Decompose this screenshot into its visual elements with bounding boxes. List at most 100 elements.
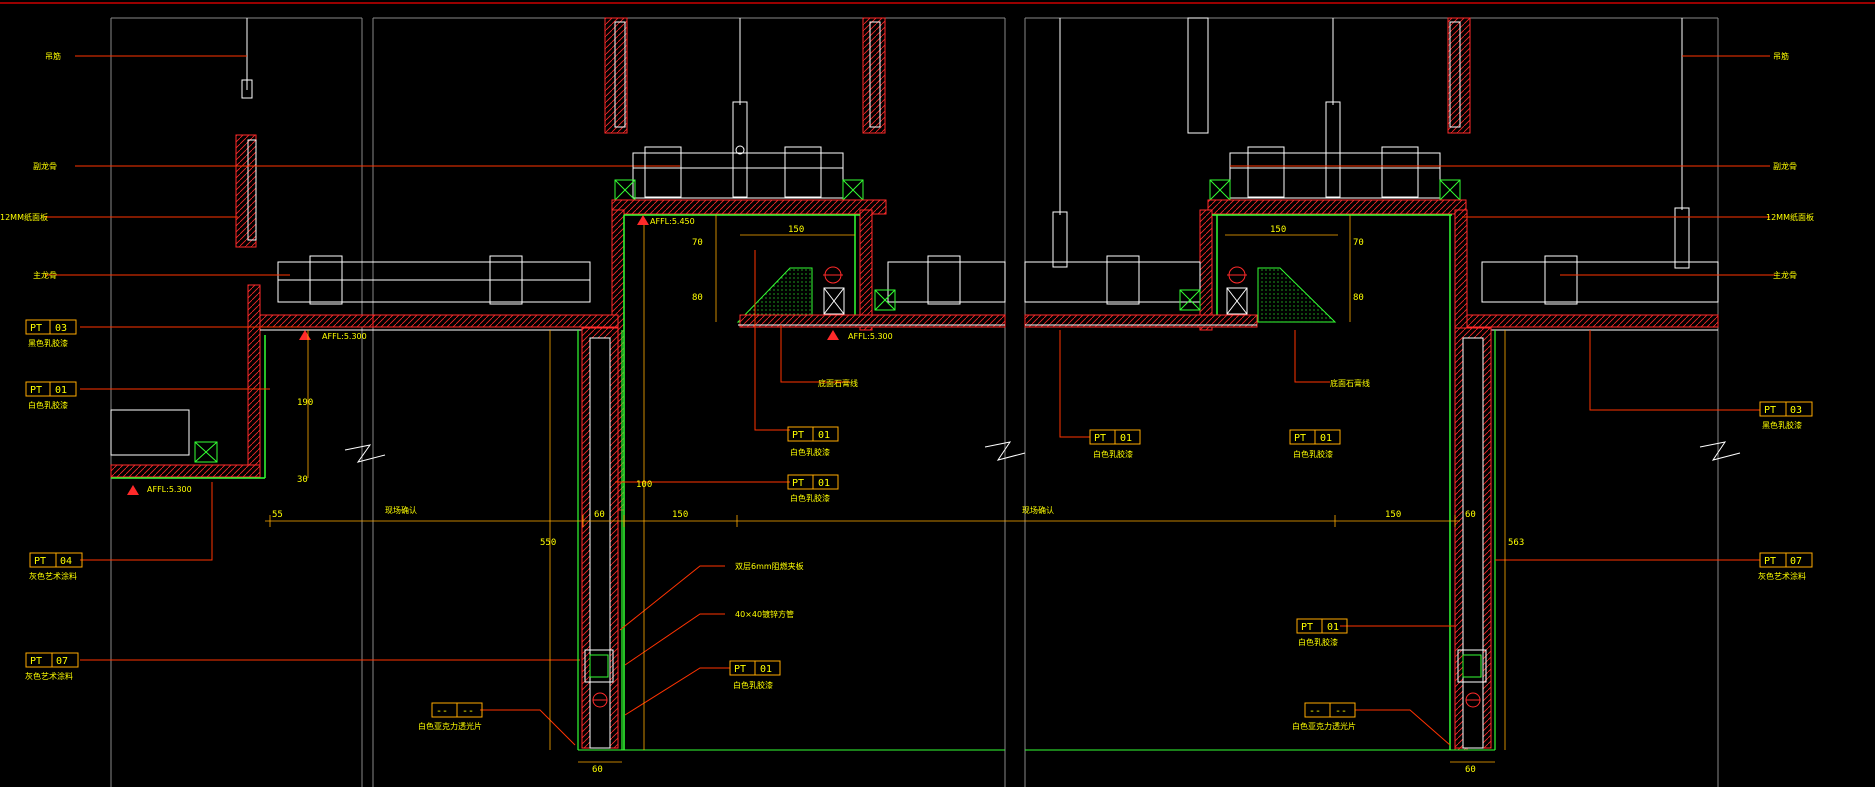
svg-text:PT: PT: [792, 478, 804, 489]
tag-pt01-left: PT 01 白色乳胶漆: [25, 381, 77, 410]
dimension-texts: 55 现场确认 60 150 现场确认 150 60 60 60 150 150…: [272, 225, 1524, 775]
label-suspender-left: 吊筋: [45, 51, 61, 61]
label-secondary-keel-left: 副龙骨: [33, 161, 57, 171]
svg-text:01: 01: [818, 430, 830, 441]
svg-text:01: 01: [1320, 433, 1332, 444]
svg-text:03: 03: [55, 323, 67, 334]
elevation-center: AFFL:5.300: [848, 332, 893, 341]
svg-text:黑色乳胶漆: 黑色乳胶漆: [28, 338, 68, 348]
svg-text:01: 01: [1327, 622, 1339, 633]
svg-text:--: --: [1335, 706, 1347, 717]
svg-text:PT: PT: [30, 656, 42, 667]
svg-text:07: 07: [1790, 556, 1802, 567]
tag-center-c: PT 01 白色乳胶漆: [729, 660, 781, 690]
svg-text:01: 01: [760, 664, 772, 675]
svg-text:563: 563: [1508, 538, 1524, 548]
label-suspender-right: 吊筋: [1773, 51, 1789, 61]
label-stone-line-left: 底面石膏线: [818, 378, 858, 388]
tag-pt04-left: PT 04 灰色艺术涂料: [29, 552, 83, 581]
center-ceiling-section: [372, 17, 1026, 751]
left-ceiling-section: [110, 18, 616, 495]
elevation-left: AFFL:5.300: [322, 332, 367, 341]
label-gypsum-board-left: 12MM纸面板: [0, 212, 48, 222]
svg-text:灰色艺术涂料: 灰色艺术涂料: [1758, 571, 1806, 581]
svg-text:150: 150: [1270, 225, 1286, 235]
svg-text:白色亚克力透光片: 白色亚克力透光片: [418, 721, 482, 731]
svg-text:07: 07: [56, 656, 68, 667]
dimension-lines: [265, 215, 1506, 763]
svg-text:白色乳胶漆: 白色乳胶漆: [28, 400, 68, 410]
svg-text:150: 150: [672, 510, 688, 520]
svg-text:PT: PT: [1094, 433, 1106, 444]
svg-text:白色乳胶漆: 白色乳胶漆: [1293, 449, 1333, 459]
svg-text:白色乳胶漆: 白色乳胶漆: [1298, 637, 1338, 647]
panel-frames: [110, 17, 1719, 787]
svg-text:190: 190: [297, 398, 313, 408]
label-fire-board: 双层6mm阻燃夹板: [735, 561, 804, 571]
center-leader-lines: [480, 250, 850, 746]
label-main-keel-right: 主龙骨: [1773, 270, 1797, 280]
right-leader-lines: [1059, 55, 1775, 746]
svg-text:--: --: [462, 706, 474, 717]
elevation-left-low: AFFL:5.300: [147, 485, 192, 494]
tag-pt07-right: PT 07 灰色艺术涂料: [1758, 552, 1813, 581]
tag-pt07-left: PT 07 灰色艺术涂料: [25, 652, 79, 681]
svg-text:60: 60: [1465, 510, 1476, 520]
svg-text:70: 70: [1353, 238, 1364, 248]
svg-text:PT: PT: [30, 323, 42, 334]
tag-center-d: PT 01 白色乳胶漆: [1089, 429, 1141, 459]
svg-text:PT: PT: [1764, 405, 1776, 416]
svg-text:60: 60: [592, 765, 603, 775]
tag-acrylic-right: -- -- 白色亚克力透光片: [1292, 702, 1356, 731]
svg-text:80: 80: [692, 293, 703, 303]
tag-pt03-left: PT 03 黑色乳胶漆: [25, 319, 77, 348]
svg-text:03: 03: [1790, 405, 1802, 416]
label-secondary-keel-right: 副龙骨: [1773, 161, 1797, 171]
svg-text:80: 80: [1353, 293, 1364, 303]
svg-text:550: 550: [540, 538, 556, 548]
svg-text:PT: PT: [1294, 433, 1306, 444]
svg-text:55: 55: [272, 510, 283, 520]
svg-text:PT: PT: [734, 664, 746, 675]
svg-text:现场确认: 现场确认: [385, 505, 417, 515]
svg-text:白色亚克力透光片: 白色亚克力透光片: [1292, 721, 1356, 731]
svg-text:150: 150: [788, 225, 804, 235]
svg-text:01: 01: [55, 385, 67, 396]
label-gypsum-board-right: 12MM纸面板: [1766, 212, 1814, 222]
label-stone-line-right: 底面石膏线: [1330, 378, 1370, 388]
tag-acrylic-left: -- -- 白色亚克力透光片: [418, 702, 483, 731]
svg-text:现场确认: 现场确认: [1022, 505, 1054, 515]
svg-text:--: --: [436, 706, 448, 717]
svg-text:--: --: [1309, 706, 1321, 717]
svg-text:150: 150: [1385, 510, 1401, 520]
svg-text:灰色艺术涂料: 灰色艺术涂料: [29, 571, 77, 581]
svg-text:01: 01: [818, 478, 830, 489]
tag-center-a: PT 01 白色乳胶漆: [787, 426, 839, 457]
svg-text:100: 100: [636, 480, 652, 490]
label-main-keel-left: 主龙骨: [33, 270, 57, 280]
svg-text:白色乳胶漆: 白色乳胶漆: [790, 447, 830, 457]
tag-center-b: PT 01 白色乳胶漆: [787, 474, 839, 503]
svg-text:灰色艺术涂料: 灰色艺术涂料: [25, 671, 73, 681]
svg-text:30: 30: [297, 475, 308, 485]
tag-pt03-right: PT 03 黑色乳胶漆: [1759, 401, 1813, 430]
svg-text:PT: PT: [1301, 622, 1313, 633]
svg-text:60: 60: [594, 510, 605, 520]
svg-text:黑色乳胶漆: 黑色乳胶漆: [1762, 420, 1802, 430]
svg-text:60: 60: [1465, 765, 1476, 775]
svg-text:白色乳胶漆: 白色乳胶漆: [1093, 449, 1133, 459]
right-ceiling-section: [1024, 17, 1741, 751]
svg-text:白色乳胶漆: 白色乳胶漆: [790, 493, 830, 503]
svg-text:白色乳胶漆: 白色乳胶漆: [733, 680, 773, 690]
svg-text:04: 04: [60, 556, 72, 567]
svg-text:PT: PT: [1764, 556, 1776, 567]
elevation-mid: AFFL:5.450: [650, 217, 695, 226]
svg-text:PT: PT: [792, 430, 804, 441]
left-leader-lines: [45, 55, 680, 661]
tag-center-e: PT 01 白色乳胶漆: [1289, 429, 1341, 459]
svg-text:70: 70: [692, 238, 703, 248]
svg-text:PT: PT: [34, 556, 46, 567]
label-steel-tube: 40×40镀锌方管: [735, 609, 794, 619]
svg-text:01: 01: [1120, 433, 1132, 444]
